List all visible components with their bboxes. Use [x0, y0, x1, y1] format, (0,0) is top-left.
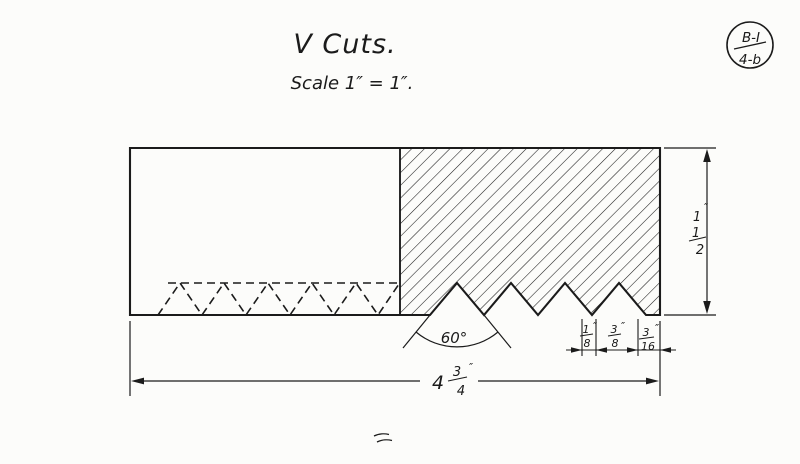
part-outline: [128, 146, 662, 317]
tooth-arrowhead-4-icon: [660, 347, 671, 353]
hidden-vcut-lines: [157, 281, 400, 317]
badge-circle-icon: [726, 21, 774, 69]
height-fraction-bar: [688, 236, 707, 242]
hidden-zigzag-line: [157, 281, 400, 317]
dim3-fraction-bar: [638, 336, 655, 340]
drawing-title: V Cuts.: [293, 29, 396, 60]
badge-bottom-text: 4-b: [739, 52, 761, 68]
tooth-arrowhead-2-icon: [596, 347, 607, 353]
stray-mark-stroke-1: [373, 433, 390, 437]
length-fraction-numerator: 3: [453, 365, 461, 380]
tooth-arrowhead-1-icon: [571, 347, 582, 353]
height-whole: 1: [693, 210, 701, 225]
dim2-unit: ″: [621, 320, 626, 333]
dim1-numerator: 1: [583, 323, 590, 336]
arrowhead-right-icon: [646, 377, 659, 385]
dim1-denominator: 8: [584, 337, 591, 350]
badge-divider: [733, 41, 767, 50]
arrowhead-up-icon: [703, 149, 711, 162]
dim2-fraction-bar: [607, 333, 622, 337]
angle-callout: 60°: [402, 314, 512, 349]
length-fraction-bar: [447, 376, 468, 382]
height-unit: ″: [704, 201, 709, 214]
arrowhead-left-icon: [131, 377, 144, 385]
stray-pencil-mark: [373, 433, 393, 443]
height-fraction-denominator: 2: [696, 243, 704, 258]
angle-leg-left: [402, 314, 431, 349]
header-group: V Cuts. Scale 1″ = 1″.: [291, 29, 414, 94]
dim1-fraction-bar: [579, 333, 594, 337]
dim1-unit: ″: [593, 320, 598, 333]
length-fraction-denominator: 4: [457, 384, 465, 399]
dim2-denominator: 8: [612, 337, 619, 350]
angle-value: 60°: [441, 329, 468, 347]
tooth-arrowhead-3-icon: [627, 347, 638, 353]
drawing-scale-note: Scale 1″ = 1″.: [291, 73, 414, 94]
length-whole: 4: [432, 372, 444, 394]
height-fraction-numerator: 1: [692, 226, 700, 241]
dim3-denominator: 16: [641, 340, 655, 353]
sheet-number-badge: B-I 4-b: [726, 21, 774, 69]
dim3-unit: ″: [655, 322, 660, 335]
length-unit: ″: [469, 361, 474, 374]
tooth-dimensions: 1 8 ″ 3 8 ″ 3 16 ″: [566, 319, 676, 356]
dim2-numerator: 3: [611, 323, 618, 336]
height-dimension: ″ 1 1 2: [664, 147, 716, 316]
dim3-numerator: 3: [643, 326, 650, 339]
stray-mark-stroke-2: [376, 439, 393, 443]
angle-arc: [415, 331, 499, 348]
angle-leg-right: [483, 314, 512, 349]
length-dimension: 4 3 4 ″: [129, 321, 661, 399]
badge-top-text: B-I: [742, 30, 760, 46]
arrowhead-down-icon: [703, 301, 711, 314]
hatched-section-region: [399, 147, 661, 317]
